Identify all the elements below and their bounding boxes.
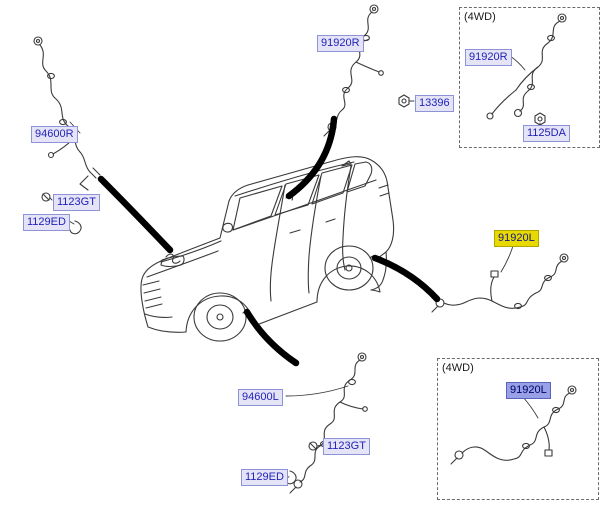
variant-box-rear-left-4wd [437,358,599,500]
variant-caption-4wd-top: (4WD) [464,11,496,23]
part-label-94600R-front-right[interactable]: 94600R [31,126,78,143]
clip-icon [69,220,82,235]
pointer-swooshes [97,115,441,367]
nut-icon [398,94,410,108]
taillight [378,184,390,197]
part-label-91920R-rear-right-4wd[interactable]: 91920R [465,49,512,66]
roof-rail [234,161,355,197]
part-label-91920R-rear-right[interactable]: 91920R [317,35,364,52]
variant-caption-4wd-bottom: (4WD) [442,362,474,374]
rear-wheel [324,245,374,291]
vehicle-illustration [140,156,395,342]
side-mirror [222,222,234,233]
harness-rear-left-4wd-artwork [450,385,577,465]
headlight [160,255,185,268]
swoosh-front-left [243,308,300,367]
windshield [232,185,283,231]
harness-front-left-artwork [284,352,368,494]
harness-rear-left-artwork [431,253,569,313]
part-label-13396-rear-right[interactable]: 13396 [415,95,454,112]
part-label-94600L-front-left[interactable]: 94600L [238,389,283,406]
part-label-91920L-rear-left-highlighted[interactable]: 91920L [494,230,539,247]
part-label-91920L-rear-left-4wd-selected[interactable]: 91920L [506,382,551,399]
bolt-icon [41,192,51,202]
harness-rear-right-artwork [323,4,410,137]
grille [142,280,163,309]
part-label-1125DA-rear-right-4wd[interactable]: 1125DA [523,125,570,142]
part-label-1129ED-front-right[interactable]: 1129ED [23,214,70,231]
harness-front-right-artwork [33,36,101,235]
part-label-1123GT-front-right[interactable]: 1123GT [53,194,100,211]
swoosh-rear-left [371,254,441,303]
part-label-1123GT-front-left[interactable]: 1123GT [323,438,370,455]
front-wheel [193,292,247,342]
swoosh-front-right [97,175,174,254]
swoosh-rear-right [285,115,338,200]
part-label-1129ED-front-left[interactable]: 1129ED [241,469,288,486]
